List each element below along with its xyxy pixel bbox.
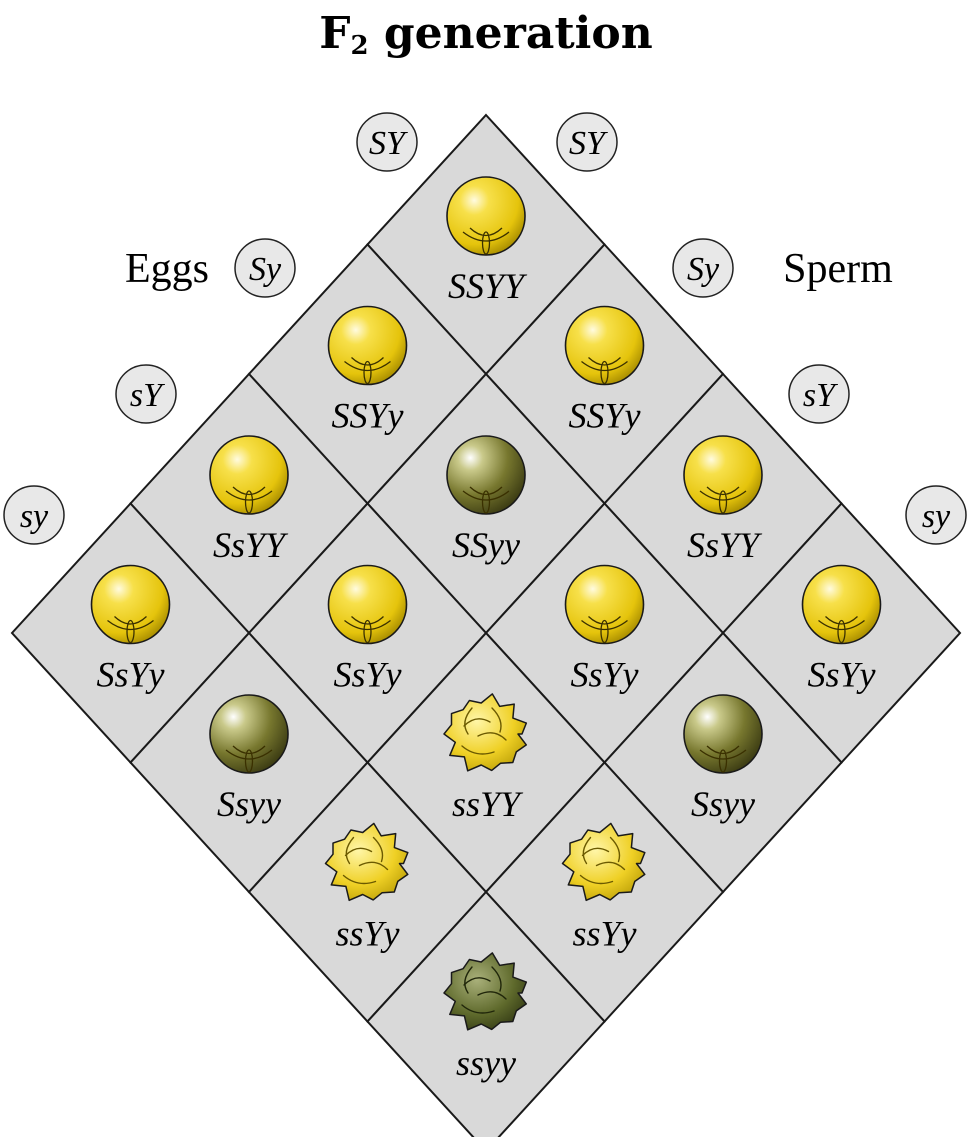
- genotype-label: ssyy: [456, 1043, 516, 1083]
- svg-text:sY: sY: [130, 377, 165, 414]
- round-yellow-pea: [447, 177, 525, 255]
- svg-text:sy: sy: [922, 498, 951, 535]
- round-yellow-pea: [92, 566, 170, 644]
- round-yellow-pea: [684, 436, 762, 514]
- svg-text:Sy: Sy: [687, 251, 720, 288]
- svg-text:SY: SY: [369, 125, 408, 162]
- sperm-gamete: Sy: [673, 239, 733, 297]
- genotype-label: ssYY: [452, 784, 524, 824]
- genotype-label: ssYy: [335, 914, 399, 954]
- eggs-label: Eggs: [125, 246, 209, 292]
- genotype-label: SsYy: [333, 655, 401, 695]
- genotype-label: SsYY: [687, 525, 763, 565]
- svg-text:sY: sY: [803, 377, 838, 414]
- sperm-gamete: sy: [906, 486, 966, 544]
- egg-gamete: Sy: [235, 239, 295, 297]
- round-yellow-pea: [329, 566, 407, 644]
- sperm-label: Sperm: [783, 246, 893, 292]
- genotype-label: Ssyy: [217, 784, 281, 824]
- genotype-label: SSYY: [448, 266, 528, 306]
- round-yellow-pea: [566, 307, 644, 385]
- egg-gamete: sY: [116, 365, 176, 423]
- round-green-pea: [684, 695, 762, 773]
- svg-text:Sy: Sy: [249, 251, 282, 288]
- svg-text:SY: SY: [569, 125, 608, 162]
- genotype-label: SSYy: [569, 396, 641, 436]
- genotype-label: SsYy: [807, 655, 875, 695]
- round-yellow-pea: [566, 566, 644, 644]
- egg-gamete: sy: [4, 486, 64, 544]
- svg-text:sy: sy: [20, 498, 49, 535]
- egg-gamete: SY: [357, 113, 417, 171]
- round-yellow-pea: [210, 436, 288, 514]
- genotype-label: SSYy: [332, 396, 404, 436]
- genotype-label: SsYy: [96, 655, 164, 695]
- sperm-gamete: SY: [557, 113, 617, 171]
- genotype-label: Ssyy: [691, 784, 755, 824]
- round-yellow-pea: [329, 307, 407, 385]
- genotype-label: SsYY: [213, 525, 289, 565]
- round-green-pea: [210, 695, 288, 773]
- genotype-label: ssYy: [572, 914, 636, 954]
- genotype-label: SSyy: [452, 525, 520, 565]
- round-green-pea: [447, 436, 525, 514]
- genotype-label: SsYy: [570, 655, 638, 695]
- round-yellow-pea: [803, 566, 881, 644]
- sperm-gamete: sY: [789, 365, 849, 423]
